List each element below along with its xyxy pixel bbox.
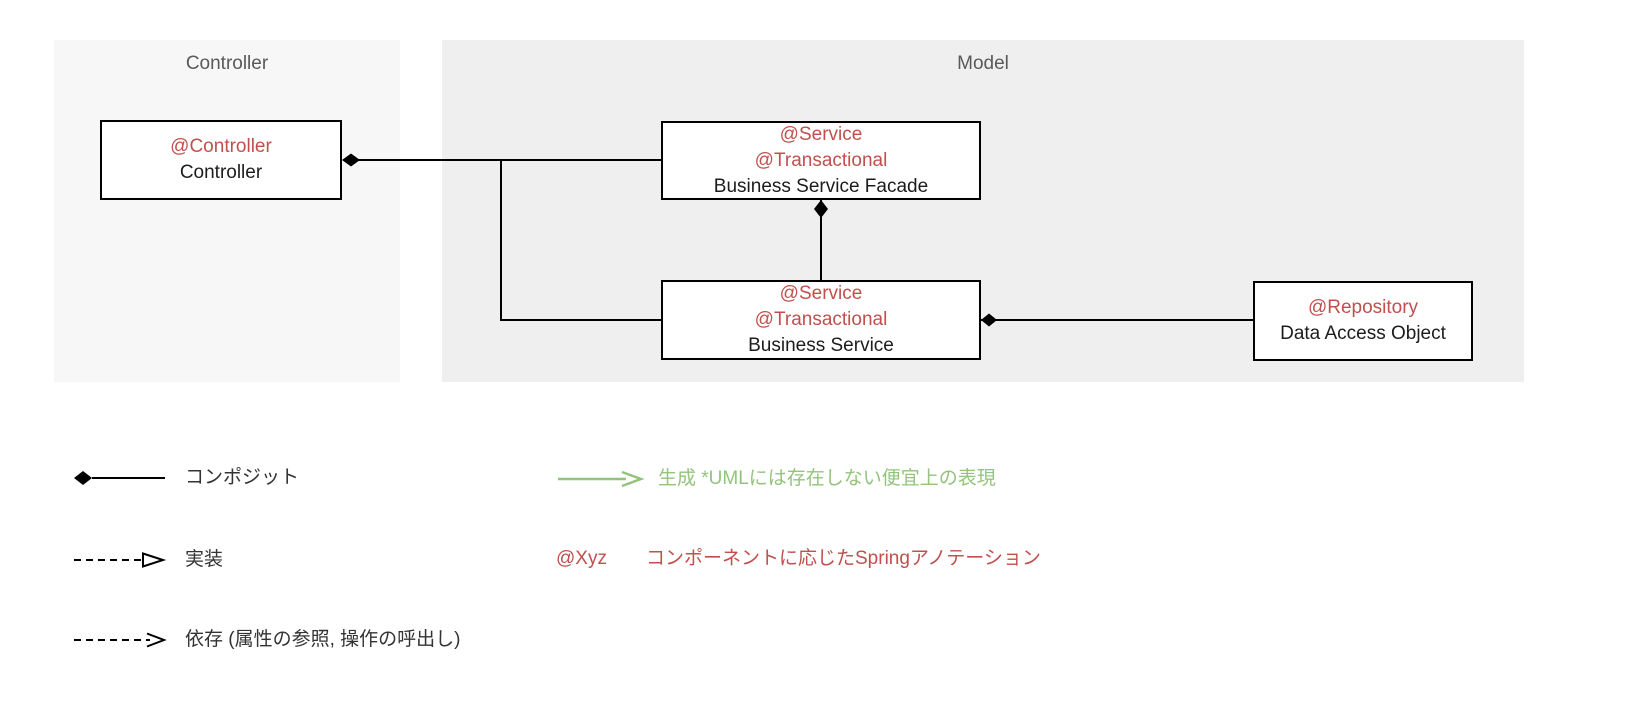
- legend-item-generation: 生成 *UMLには存在しない便宜上の表現: [556, 467, 996, 491]
- legend-item-composite: コンポジット: [72, 466, 299, 490]
- section-model-title: Model: [957, 53, 1009, 74]
- annotation-label: @Controller: [170, 136, 272, 157]
- section-controller-title: Controller: [185, 53, 269, 74]
- legend-item-spring-annotation: @Xyz コンポーネントに応じたSpringアノテーション: [556, 547, 1041, 571]
- annotation-symbol: @Xyz: [556, 548, 607, 569]
- dependency-arrow-icon: [74, 632, 167, 648]
- legend-label: 依存 (属性の参照, 操作の呼出し): [185, 629, 461, 650]
- node-business-service: @Service @Transactional Business Service: [661, 280, 981, 360]
- legend-item-dependency: 依存 (属性の参照, 操作の呼出し): [72, 628, 461, 652]
- section-controller: Controller: [54, 40, 400, 382]
- node-data-access-object: @Repository Data Access Object: [1253, 281, 1473, 361]
- annotation-label: @Service: [779, 123, 863, 145]
- legend-label: 生成 *UMLには存在しない便宜上の表現: [658, 468, 996, 489]
- legend-label: 実装: [185, 549, 224, 570]
- legend-label: コンポーネントに応じたSpringアノテーション: [646, 548, 1041, 569]
- annotation-label: @Transactional: [754, 309, 888, 330]
- node-title: Controller: [179, 162, 263, 183]
- node-business-service-facade: @Service @Transactional Business Service…: [661, 121, 981, 200]
- node-title: Data Access Object: [1280, 323, 1446, 344]
- annotation-label: @Transactional: [754, 149, 888, 171]
- legend-label: コンポジット: [185, 467, 300, 488]
- node-title: Business Service Facade: [713, 175, 929, 197]
- node-title: Business Service: [748, 335, 894, 356]
- annotation-label: @Repository: [1307, 297, 1419, 318]
- realization-arrow-icon: [74, 552, 167, 568]
- node-controller: @Controller Controller: [100, 120, 342, 200]
- composite-diamond-line-icon: [74, 471, 165, 485]
- legend-item-realization: 実装: [72, 548, 223, 572]
- annotation-label: @Service: [779, 283, 863, 304]
- generation-arrow-icon: [558, 470, 645, 488]
